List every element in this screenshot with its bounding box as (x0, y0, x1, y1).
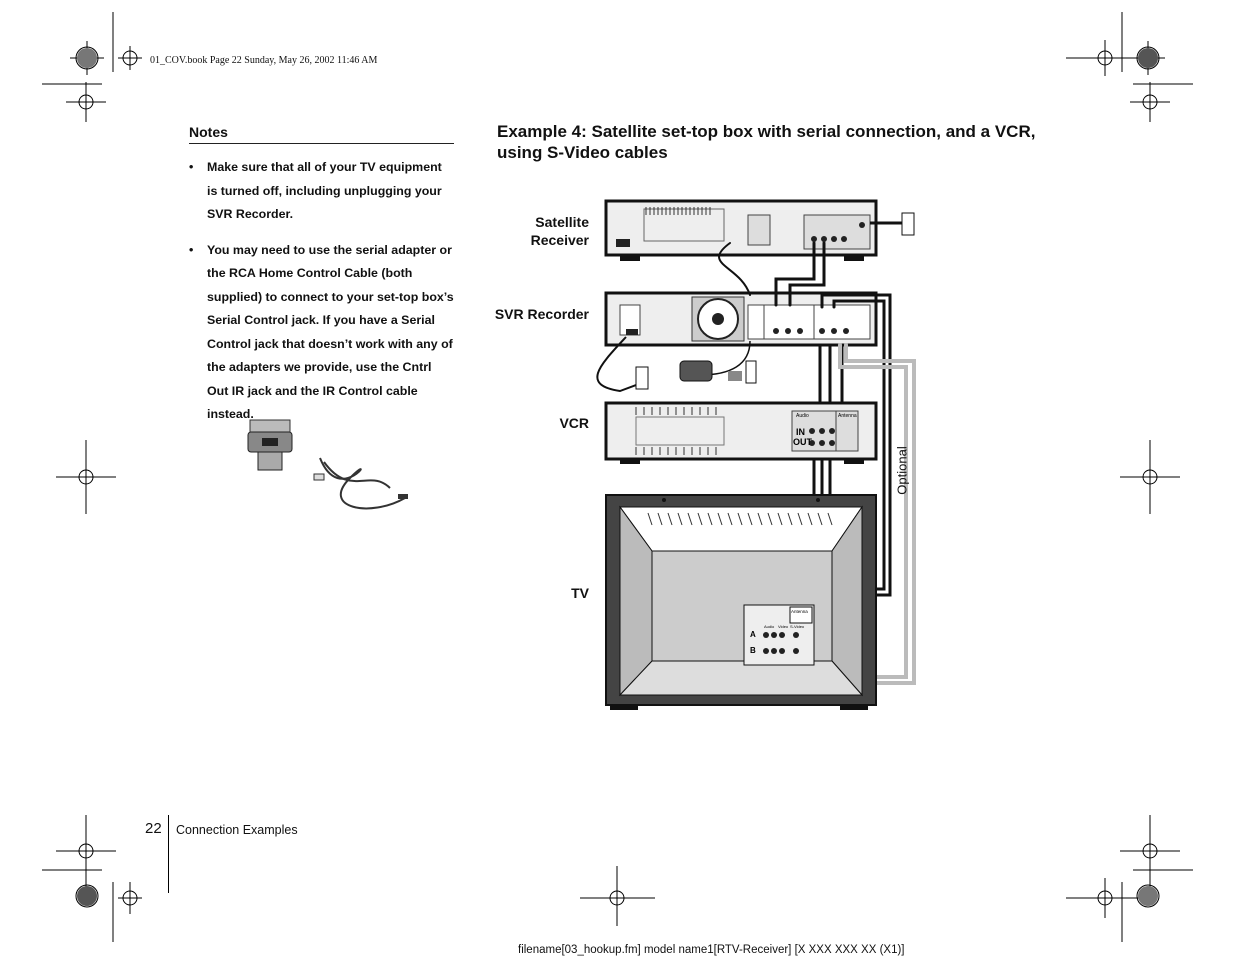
svr-recorder (604, 291, 878, 347)
list-item: • Make sure that all of your TV equipmen… (189, 156, 455, 227)
section-name: Connection Examples (176, 823, 298, 837)
vcr-antenna-label: Antenna (838, 413, 857, 419)
print-header: 01_COV.book Page 22 Sunday, May 26, 2002… (150, 55, 378, 66)
vcr-out-label: OUT (793, 437, 813, 447)
tv-device: Antenna A B Audio Video S-Video (605, 494, 877, 710)
note-text: Make sure that all of your TV equipment … (207, 160, 442, 221)
notes-divider (189, 143, 454, 144)
tv-svideo-label: S-Video (790, 624, 805, 629)
label-line: Receiver (530, 232, 589, 248)
vcr-audio-label: Audio (796, 413, 809, 419)
label-line: Satellite (535, 214, 589, 230)
tv-row-b-label: B (750, 646, 756, 655)
tv-audio-label: Audio (764, 624, 775, 629)
vcr-label: VCR (559, 415, 589, 431)
page-number: 22 (145, 820, 162, 837)
serial-adapter-illustration (247, 419, 293, 471)
notes-list: • Make sure that all of your TV equipmen… (189, 156, 455, 439)
vcr-device: Audio Antenna IN OUT (604, 401, 878, 464)
tv-video-label: Video (778, 624, 789, 629)
footer-divider (168, 815, 169, 893)
satellite-receiver (604, 199, 915, 261)
connection-diagram: Audio Antenna IN OUT Antenna A B Audio V… (596, 199, 916, 710)
satellite-receiver-label: Satellite Receiver (510, 213, 589, 249)
notes-title: Notes (189, 124, 228, 140)
tv-antenna-label: Antenna (791, 609, 808, 614)
optional-label: Optional (894, 446, 910, 495)
vcr-in-label: IN (796, 427, 805, 437)
note-text: You may need to use the serial adapter o… (207, 242, 454, 422)
section-heading: Example 4: Satellite set-top box with se… (497, 122, 1036, 162)
file-slug: filename[03_hookup.fm] model name1[RTV-R… (518, 944, 905, 956)
phone-and-power-illustration (596, 336, 757, 393)
bullet-mark: • (189, 160, 194, 174)
tv-label: TV (571, 585, 589, 601)
bullet-mark: • (189, 242, 194, 257)
control-cable-illustration (313, 457, 408, 510)
tv-row-a-label: A (750, 630, 756, 639)
list-item: • You may need to use the serial adapter… (189, 239, 455, 427)
svr-recorder-label: SVR Recorder (494, 306, 589, 322)
